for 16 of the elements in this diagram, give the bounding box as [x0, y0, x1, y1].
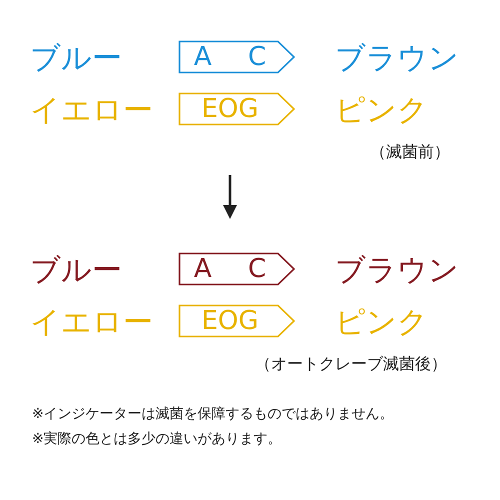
- color-word: イエロー: [30, 92, 153, 130]
- note: ※実際の色とは多少の違いがあります。: [32, 430, 282, 448]
- color-word: ピンク: [335, 304, 428, 342]
- indicator-tag: A C: [178, 252, 296, 286]
- color-word: イエロー: [30, 304, 153, 342]
- indicator-tag: EOG: [178, 92, 296, 126]
- color-word: ブラウン: [335, 252, 459, 290]
- color-word: ブラウン: [335, 40, 459, 78]
- state-caption: （滅菌前）: [370, 142, 450, 163]
- color-word: ピンク: [335, 92, 428, 130]
- state-caption: （オートクレーブ滅菌後）: [255, 354, 447, 375]
- note: ※インジケーターは滅菌を保障するものではありません。: [32, 405, 394, 423]
- indicator-tag: EOG: [178, 304, 296, 338]
- indicator-tag: A C: [178, 40, 296, 74]
- color-word: ブルー: [30, 40, 122, 78]
- color-word: ブルー: [30, 252, 122, 290]
